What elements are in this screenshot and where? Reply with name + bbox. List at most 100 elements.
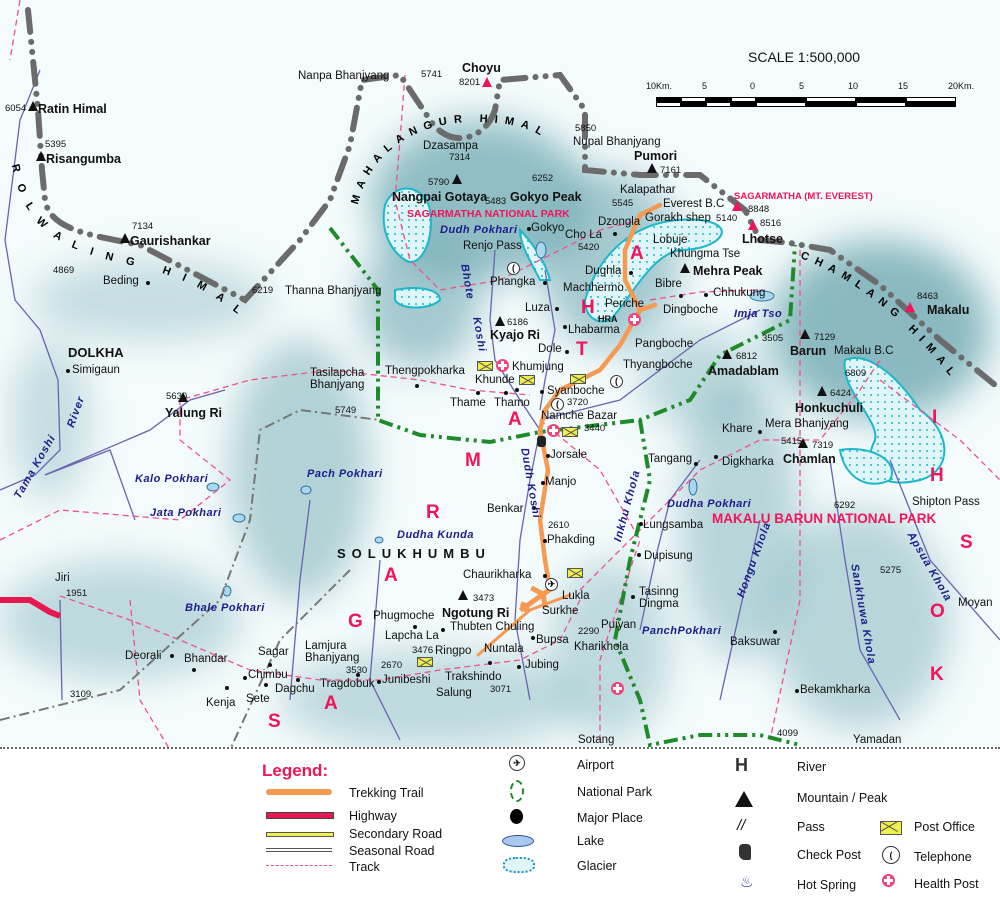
- legend-label: Trekking Trail: [349, 786, 424, 800]
- spot-height: 6252: [532, 173, 554, 184]
- peak-elevation: 5630: [166, 391, 188, 402]
- zone-letter: S: [268, 711, 281, 732]
- place-label: Mera Bhanjyang: [765, 418, 849, 430]
- place-label: Baksuwar: [730, 636, 781, 648]
- place-label: Khumjung: [512, 361, 564, 373]
- peak-name: Gokyo Peak: [510, 190, 582, 204]
- peak-name: Dzasampa: [423, 140, 478, 152]
- scale-segment: [906, 97, 956, 102]
- legend-title: Legend:: [262, 761, 329, 780]
- peak-icon: [798, 438, 808, 448]
- airport-icon: ✈: [509, 755, 525, 771]
- zone-letter: K: [930, 664, 944, 685]
- legend-label: Post Office: [914, 820, 975, 834]
- scale-tick-label: 5: [799, 81, 805, 91]
- roads: [0, 408, 381, 750]
- peak-elevation: 3473: [473, 593, 495, 604]
- place-label: Dupisung: [644, 550, 693, 562]
- scale-segment: [656, 102, 681, 107]
- telephone-icon: (: [551, 398, 564, 411]
- health-post-icon: [882, 874, 895, 887]
- glacier-icon: [503, 857, 535, 873]
- peak-icon: [647, 163, 657, 173]
- place-label: Sagar: [258, 646, 289, 658]
- peak-name: Nangpai Gotaya: [392, 190, 488, 204]
- district-label: DOLKHA: [68, 345, 124, 360]
- zone-letter: G: [348, 611, 363, 632]
- place-dot: [515, 388, 519, 392]
- place-dot: [795, 689, 799, 693]
- place-label: Jiri: [55, 572, 70, 584]
- peak-name: SAGARMATHA (MT. EVEREST): [734, 191, 873, 202]
- spot-height: 3505: [762, 333, 784, 344]
- legend-label: Hot Spring: [797, 878, 857, 892]
- health-post-icon: [547, 424, 560, 437]
- lakes: [206, 241, 775, 597]
- place-dot: [637, 553, 641, 557]
- peak-name: Gaurishankar: [130, 234, 211, 248]
- spot-height: 3720: [567, 397, 589, 408]
- place-label: Gorakh shep: [645, 212, 711, 224]
- peak-elevation: 6424: [830, 388, 852, 399]
- spot-height: 5275: [880, 565, 902, 576]
- peak-name: Pumori: [634, 149, 678, 163]
- spot-height: 6809: [845, 368, 867, 379]
- place-label: Nuntala: [484, 643, 524, 655]
- lake-label: Dudha Kunda: [397, 529, 474, 541]
- peak-name: Mehra Peak: [693, 264, 763, 278]
- spot-height: 4869: [53, 265, 75, 276]
- legend-label: Mountain / Peak: [797, 791, 888, 805]
- spot-height: 5741: [421, 69, 443, 80]
- place-label: Surkhe: [542, 605, 579, 617]
- check-post-icon: [739, 844, 751, 860]
- place-dot: [377, 680, 381, 684]
- place-dot: [192, 668, 196, 672]
- international-border: [25, 7, 998, 388]
- place-label: Bhandar: [184, 653, 228, 665]
- lake-label: Dudh Pokhari: [440, 224, 518, 236]
- place-label: Renjo Pass: [463, 240, 522, 252]
- lake-label: PanchPokhari: [642, 625, 722, 637]
- spot-height: 5749: [335, 405, 357, 416]
- scale-segment: [806, 97, 856, 102]
- place-dot: [441, 628, 445, 632]
- zone-letter: A: [384, 565, 398, 586]
- place-dot: [639, 522, 643, 526]
- place-label: Junibeshi: [382, 674, 431, 686]
- place-label: Machhermo: [563, 282, 624, 294]
- place-dot: [694, 462, 698, 466]
- post-office-icon: [570, 374, 586, 384]
- place-label: Everest B.C: [663, 198, 725, 210]
- highway-swatch: [266, 812, 334, 819]
- peak-elevation: 8463: [917, 291, 939, 302]
- place-label: Benkar: [487, 503, 524, 515]
- place-label: Chaurikharka: [463, 569, 532, 581]
- scale-segment: [681, 97, 706, 102]
- scale-segment: [756, 97, 806, 102]
- telephone-icon: (: [610, 375, 623, 388]
- place-label: Dingboche: [663, 304, 718, 316]
- spot-height: 2670: [381, 660, 403, 671]
- spot-height: 2610: [548, 520, 570, 531]
- peak-icon: [178, 392, 188, 402]
- place-label: Kenja: [206, 697, 236, 709]
- peak-name: Makalu: [927, 303, 970, 317]
- spot-height: 5140: [716, 213, 738, 224]
- peak-elevation: 8516: [760, 218, 782, 229]
- place-label: Cho La: [565, 229, 603, 241]
- zone-letter: H: [930, 465, 944, 486]
- place-label: Thamo: [494, 397, 530, 409]
- airport-icon: ✈: [545, 578, 558, 591]
- peak-elevation: 5395: [45, 139, 67, 150]
- spot-height: 3530: [346, 665, 368, 676]
- peak-elevation: 6054: [5, 103, 27, 114]
- place-dot: [146, 281, 150, 285]
- place-label: Lapcha La: [385, 630, 439, 642]
- peak-elevation: 8848: [748, 204, 770, 215]
- place-label: Tangang: [648, 453, 693, 465]
- legend-label: Track: [349, 860, 380, 874]
- place-dot: [704, 293, 708, 297]
- national-park-icon: [510, 780, 524, 802]
- lake-label: Jata Pokhari: [150, 507, 222, 519]
- zone-letter: I: [932, 407, 938, 428]
